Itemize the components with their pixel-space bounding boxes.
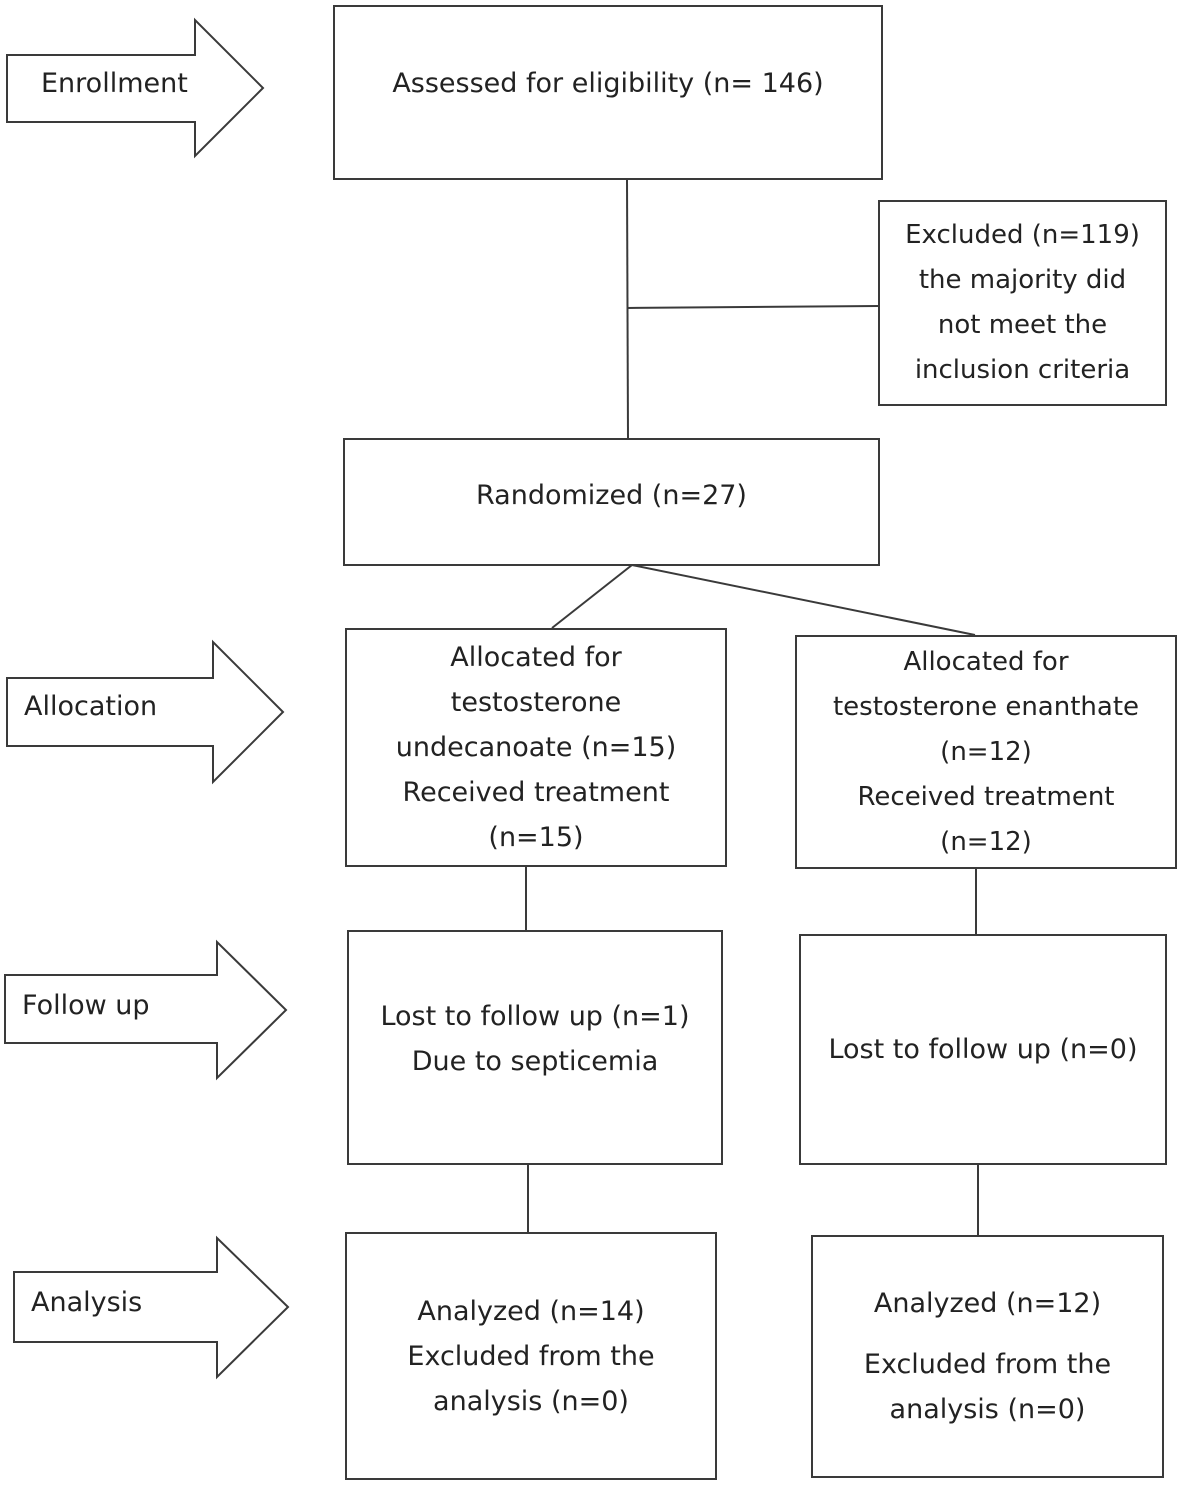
- stage-label-analysis: Analysis: [31, 1287, 143, 1318]
- analysis-right-line-3: analysis (n=0): [889, 1394, 1086, 1425]
- alloc-right-line-4: Received treatment: [857, 781, 1115, 812]
- excluded-line-2: the majority did: [918, 265, 1127, 295]
- stage-label-follow-up: Follow up: [22, 990, 150, 1021]
- connector-assessed-to-randomized: [626, 179, 629, 439]
- alloc-left-line-1: Allocated for: [450, 642, 622, 673]
- follow-left-line-2: Due to septicemia: [411, 1046, 659, 1077]
- alloc-right-line-1: Allocated for: [903, 646, 1069, 677]
- excluded-line-3: not meet the: [937, 310, 1108, 340]
- alloc-right-line-2: testosterone enanthate: [832, 691, 1140, 722]
- analysis-left-line-2: Excluded from the: [407, 1340, 655, 1372]
- alloc-left-line-5: (n=15): [488, 822, 584, 853]
- follow-up-right-box: Lost to follow up (n=0): [799, 934, 1167, 1165]
- follow-right-line-1: Lost to follow up (n=0): [828, 1034, 1138, 1065]
- excluded-line-4: inclusion criteria: [914, 355, 1131, 385]
- randomized-box: Randomized (n=27): [343, 438, 880, 566]
- assessed-box: Assessed for eligibility (n= 146): [333, 5, 883, 180]
- follow-left-line-1: Lost to follow up (n=1): [380, 1001, 690, 1032]
- excluded-line-1: Excluded (n=119): [905, 220, 1140, 250]
- allocation-left-box: Allocated for testosterone undecanoate (…: [345, 628, 727, 867]
- analysis-left-line-3: analysis (n=0): [433, 1385, 629, 1417]
- allocation-right-box: Allocated for testosterone enanthate (n=…: [795, 635, 1177, 869]
- analysis-arrow: [13, 1235, 290, 1380]
- allocation-arrow: [6, 639, 285, 785]
- connector-to-excluded: [626, 305, 880, 309]
- stage-label-enrollment: Enrollment: [41, 68, 188, 99]
- alloc-left-line-2: testosterone: [450, 687, 622, 718]
- alloc-right-line-5: (n=12): [940, 826, 1032, 857]
- connector-randomized-to-right: [631, 564, 976, 636]
- excluded-box: Excluded (n=119) the majority did not me…: [878, 200, 1167, 406]
- analysis-left-line-1: Analyzed (n=14): [417, 1295, 645, 1327]
- assessed-text: Assessed for eligibility (n= 146): [392, 68, 824, 99]
- alloc-left-line-4: Received treatment: [402, 777, 670, 808]
- stage-label-allocation: Allocation: [24, 691, 158, 722]
- analysis-right-line-1: Analyzed (n=12): [873, 1288, 1102, 1319]
- analysis-right-box: Analyzed (n=12) Excluded from the analys…: [811, 1235, 1164, 1478]
- analysis-left-box: Analyzed (n=14) Excluded from the analys…: [345, 1232, 717, 1480]
- enrollment-arrow: [6, 17, 265, 159]
- follow-up-left-box: Lost to follow up (n=1) Due to septicemi…: [347, 930, 723, 1165]
- alloc-right-line-3: (n=12): [940, 736, 1032, 767]
- analysis-right-line-2: Excluded from the: [863, 1349, 1112, 1380]
- connector-randomized-to-left: [551, 564, 633, 629]
- alloc-left-line-3: undecanoate (n=15): [395, 732, 677, 763]
- randomized-text: Randomized (n=27): [476, 480, 747, 511]
- follow-up-arrow: [4, 939, 288, 1081]
